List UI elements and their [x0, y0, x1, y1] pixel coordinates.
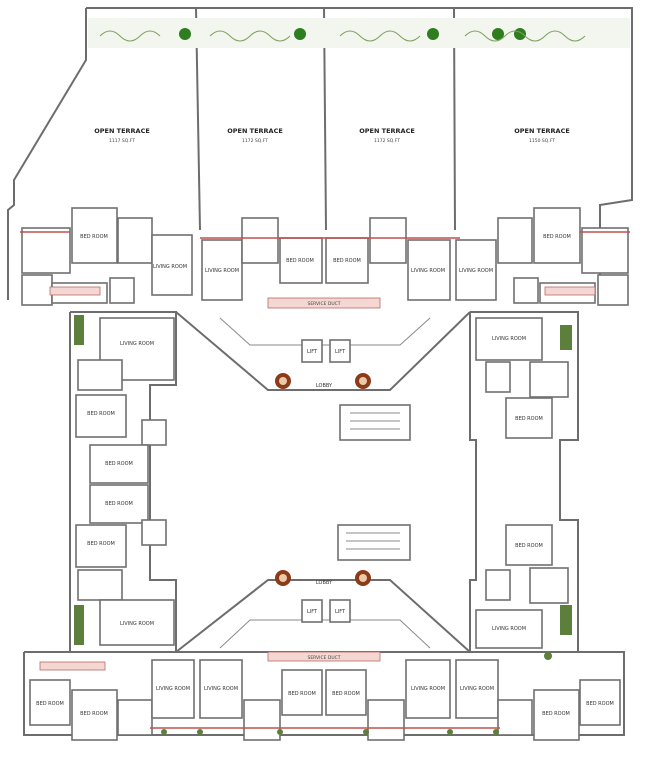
bottom-room-living-4: LIVING ROOM	[460, 686, 494, 692]
top-room-living-2: LIVING ROOM	[205, 268, 239, 274]
terrace-1-area: 1117 SQ.FT	[109, 138, 135, 144]
right-room-bed-2: BED ROOM	[515, 543, 543, 549]
lobby-top-label: LOBBY	[316, 383, 333, 389]
lift-top-1: LIFT	[307, 349, 318, 355]
bottom-room-bed-6: BED ROOM	[586, 701, 614, 707]
lift-bottom-2: LIFT	[335, 609, 346, 615]
landscape-planting	[99, 28, 586, 42]
terrace-4-area: 1150 SQ.FT	[529, 138, 555, 144]
bottom-room-bed-4: BED ROOM	[332, 691, 360, 697]
terrace-2-label: OPEN TERRACE	[227, 127, 283, 135]
lobby-bottom-label: LOBBY	[316, 580, 333, 586]
top-room-bed-2: BED ROOM	[286, 258, 314, 264]
terrace-1-label: OPEN TERRACE	[94, 127, 150, 135]
lift-bottom-1: LIFT	[307, 609, 318, 615]
right-wing: LIVING ROOM BED ROOM BED ROOM LIVING ROO…	[469, 311, 579, 653]
left-room-living-2: LIVING ROOM	[120, 621, 154, 627]
service-duct-bottom: SERVICE DUCT	[307, 655, 340, 661]
top-room-living-4: LIVING ROOM	[459, 268, 493, 274]
left-wing: LIVING ROOM BED ROOM BED ROOM BED ROOM B…	[69, 311, 177, 653]
right-room-living-1: LIVING ROOM	[492, 336, 526, 342]
top-room-bed-4: BED ROOM	[543, 234, 571, 240]
left-room-bed-1: BED ROOM	[87, 411, 115, 417]
bottom-room-living-1: LIVING ROOM	[156, 686, 190, 692]
bottom-room-living-3: LIVING ROOM	[411, 686, 445, 692]
top-room-living-3: LIVING ROOM	[411, 268, 445, 274]
top-room-bed-1: BED ROOM	[80, 234, 108, 240]
right-room-bed-1: BED ROOM	[515, 416, 543, 422]
bottom-landscape	[161, 652, 552, 735]
bottom-room-bed-3: BED ROOM	[288, 691, 316, 697]
left-room-bed-4: BED ROOM	[87, 541, 115, 547]
right-room-living-2: LIVING ROOM	[492, 626, 526, 632]
service-duct-top: SERVICE DUCT	[307, 301, 340, 307]
central-core: LIFT LIFT LIFT LIFT LOBBY LOBBY	[175, 311, 471, 653]
top-room-living-1: LIVING ROOM	[153, 264, 187, 270]
left-room-bed-2: BED ROOM	[105, 461, 133, 467]
bottom-room-living-2: LIVING ROOM	[204, 686, 238, 692]
terrace-3-label: OPEN TERRACE	[359, 127, 415, 135]
terrace-band: OPEN TERRACE 1117 SQ.FT OPEN TERRACE 117…	[7, 7, 633, 300]
top-apartments: SERVICE DUCT BED ROOM LIVING ROOM LIVING…	[20, 207, 630, 309]
lift-top-2: LIFT	[335, 349, 346, 355]
terrace-3-area: 1172 SQ.FT	[374, 138, 400, 144]
top-room-bed-3: BED ROOM	[333, 258, 361, 264]
left-room-bed-3: BED ROOM	[105, 501, 133, 507]
left-room-living-1: LIVING ROOM	[120, 341, 154, 347]
terrace-2-area: 1172 SQ.FT	[242, 138, 268, 144]
bottom-room-bed-2: BED ROOM	[80, 711, 108, 717]
bottom-apartments: SERVICE DUCT BED ROOM BED ROOM LIVING RO…	[23, 651, 625, 741]
terrace-4-label: OPEN TERRACE	[514, 127, 570, 135]
bottom-room-bed-5: BED ROOM	[542, 711, 570, 717]
bottom-room-bed-1: BED ROOM	[36, 701, 64, 707]
